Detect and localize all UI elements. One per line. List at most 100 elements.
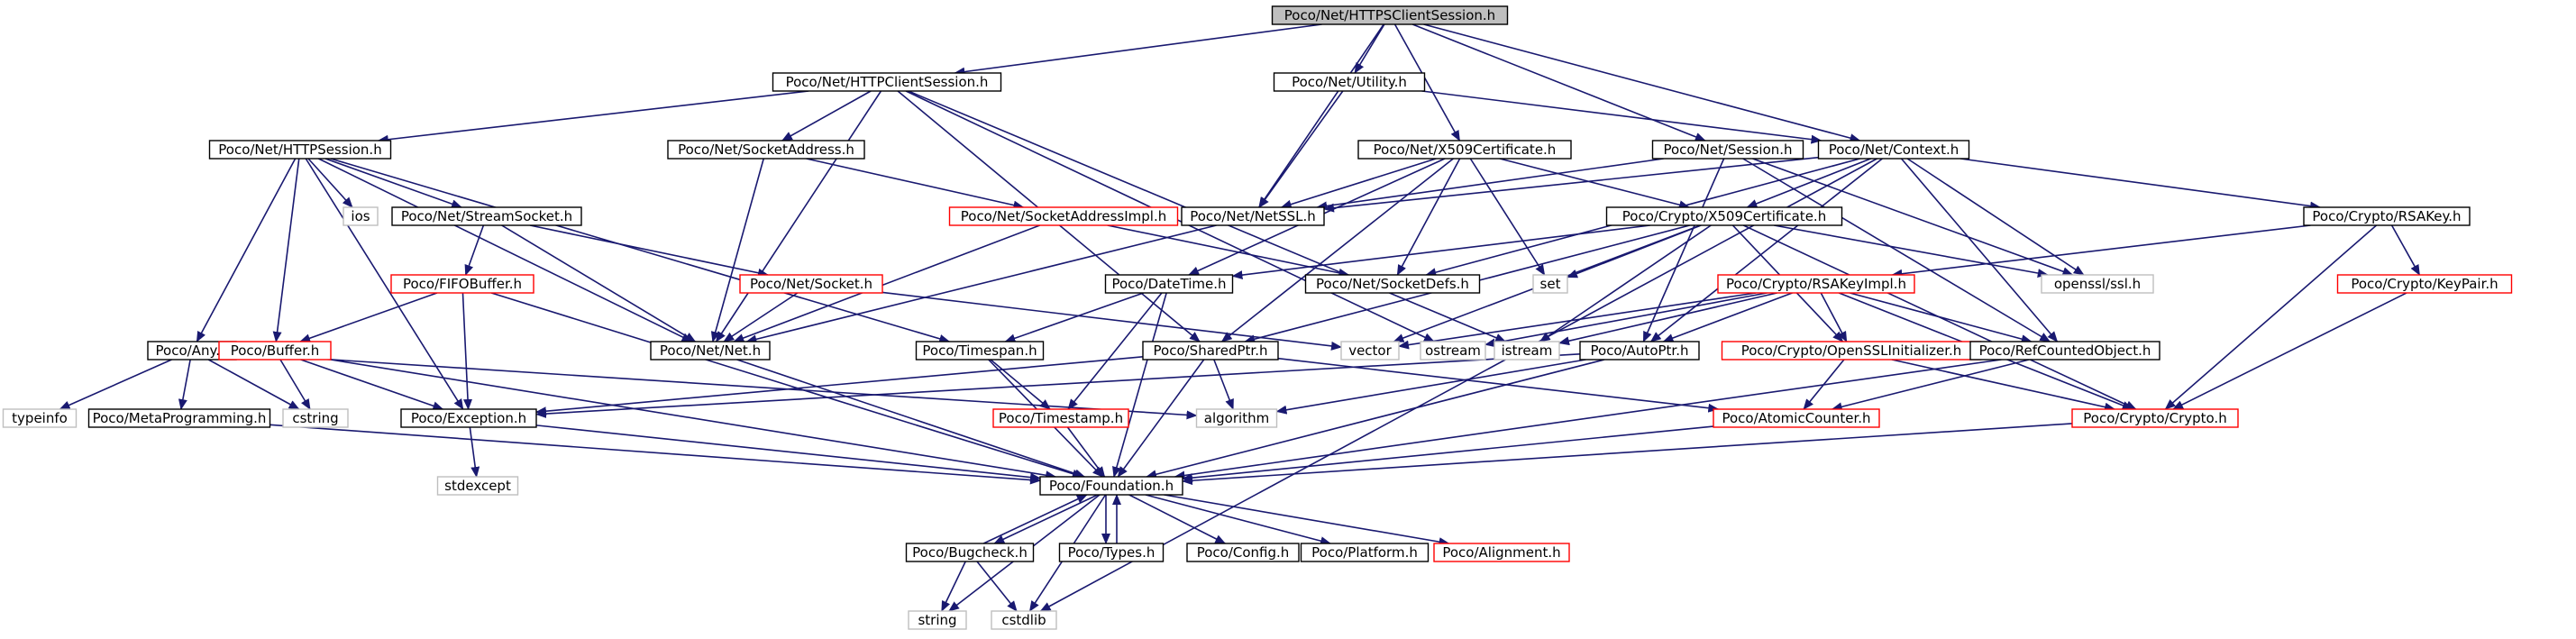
edge-fifobuf-to-exception [461, 292, 473, 410]
node-bugcheck[interactable]: Poco/Bugcheck.h [905, 543, 1035, 562]
node-box-bugcheck [905, 543, 1035, 562]
node-datetime[interactable]: Poco/DateTime.h [1104, 274, 1234, 294]
edge-x509net-to-sockdefs [1396, 158, 1461, 276]
edge-httpclient-to-netnet [715, 90, 882, 342]
node-label-refcounted: Poco/RefCountedObject.h [1979, 342, 2151, 359]
node-label-types: Poco/Types.h [1068, 544, 1156, 561]
edge-session-to-autoptr [1642, 158, 1725, 342]
node-stdexcept: stdexcept [436, 476, 519, 496]
node-streamsock[interactable]: Poco/Net/StreamSocket.h [391, 206, 582, 226]
node-label-streamsock: Poco/Net/StreamSocket.h [401, 208, 572, 224]
node-alignment[interactable]: Poco/Alignment.h [1433, 543, 1570, 562]
node-foundation[interactable]: Poco/Foundation.h [1039, 476, 1183, 496]
node-socket[interactable]: Poco/Net/Socket.h [739, 274, 883, 294]
edge-sharedptr-to-atomiccounter [1277, 357, 1720, 413]
edge-rsakeyimpl-to-istream [1558, 292, 1777, 346]
node-box-alignment [1433, 543, 1570, 562]
node-crypto[interactable]: Poco/Crypto/Crypto.h [2071, 408, 2239, 428]
node-label-atomiccounter: Poco/AtomicCounter.h [1722, 410, 1870, 426]
node-ostream: ostream [1420, 341, 1486, 361]
node-types[interactable]: Poco/Types.h [1058, 543, 1165, 562]
node-config[interactable]: Poco/Config.h [1186, 543, 1300, 562]
node-x509net[interactable]: Poco/Net/X509Certificate.h [1357, 140, 1572, 160]
edge-rsakey-to-keypair [2390, 224, 2421, 276]
node-label-foundation: Poco/Foundation.h [1049, 478, 1174, 494]
edge-root-to-utility [1354, 23, 1385, 74]
node-box-cstdlib [991, 610, 1057, 630]
node-buffer[interactable]: Poco/Buffer.h [218, 341, 332, 361]
edge-bugcheck-to-string [941, 561, 966, 612]
node-box-string [908, 610, 967, 630]
node-metaprog[interactable]: Poco/MetaProgramming.h [87, 408, 271, 428]
node-exception[interactable]: Poco/Exception.h [400, 408, 537, 428]
node-label-cx509: Poco/Crypto/X509Certificate.h [1622, 208, 1826, 224]
edge-datetime-to-foundation [1112, 292, 1167, 478]
node-timespan[interactable]: Poco/Timespan.h [915, 341, 1045, 361]
node-httpclient[interactable]: Poco/Net/HTTPClientSession.h [772, 72, 1002, 92]
node-label-istream: istream [1502, 342, 1553, 359]
edge-httpsession-to-timespan [330, 158, 951, 343]
dependency-nodes: Poco/Net/HTTPSClientSession.hPoco/Net/HT… [2, 5, 2513, 630]
node-keypair[interactable]: Poco/Crypto/KeyPair.h [2336, 274, 2513, 294]
node-ios: ios [343, 206, 379, 226]
edge-sharedptr-to-algorithm [1213, 359, 1234, 410]
edge-rsakeyimpl-to-opensslinit [1820, 292, 1848, 342]
node-label-alignment: Poco/Alignment.h [1442, 544, 1560, 561]
node-timestamp[interactable]: Poco/Timestamp.h [992, 408, 1129, 428]
node-box-sockaddr [667, 140, 865, 160]
node-label-set: set [1540, 276, 1561, 292]
node-httpsession[interactable]: Poco/Net/HTTPSession.h [208, 140, 392, 160]
edge-any-to-metaprog [178, 359, 191, 410]
edge-crypto-to-foundation [1182, 423, 2073, 486]
edge-session-to-netssl [1316, 158, 1664, 211]
edge-streamsock-to-fifobuf [464, 224, 485, 276]
node-context[interactable]: Poco/Net/Context.h [1817, 140, 1970, 160]
edge-bugcheck-to-foundation [982, 494, 1088, 544]
node-cx509[interactable]: Poco/Crypto/X509Certificate.h [1605, 206, 1843, 226]
node-istream: istream [1494, 341, 1560, 361]
node-atomiccounter[interactable]: Poco/AtomicCounter.h [1713, 408, 1880, 428]
node-netssl[interactable]: Poco/Net/NetSSL.h [1181, 206, 1325, 226]
node-autoptr[interactable]: Poco/AutoPtr.h [1579, 341, 1700, 361]
node-label-crypto: Poco/Crypto/Crypto.h [2083, 410, 2226, 426]
node-label-sockaddrimpl: Poco/Net/SocketAddressImpl.h [961, 208, 1167, 224]
node-box-buffer [218, 341, 332, 361]
node-label-ostream: ostream [1425, 342, 1481, 359]
node-sockdefs[interactable]: Poco/Net/SocketDefs.h [1304, 274, 1481, 294]
node-label-stdexcept: stdexcept [444, 478, 511, 494]
node-rsakey[interactable]: Poco/Crypto/RSAKey.h [2303, 206, 2471, 226]
edge-session-to-refcounted [1742, 158, 2051, 342]
edge-socket-to-netnet [723, 292, 799, 342]
node-sockaddrimpl[interactable]: Poco/Net/SocketAddressImpl.h [948, 206, 1179, 226]
edge-rsakeyimpl-to-autoptr [1662, 292, 1793, 342]
edge-sockaddrimpl-to-netnet [733, 224, 1040, 342]
node-label-buffer: Poco/Buffer.h [231, 342, 320, 359]
node-fifobuf[interactable]: Poco/FIFOBuffer.h [390, 274, 534, 294]
node-box-streamsock [391, 206, 582, 226]
edge-root-to-x509net [1393, 23, 1461, 141]
node-platform[interactable]: Poco/Platform.h [1300, 543, 1430, 562]
node-root[interactable]: Poco/Net/HTTPSClientSession.h [1271, 5, 1509, 25]
node-netnet[interactable]: Poco/Net/Net.h [650, 341, 771, 361]
node-label-algorithm: algorithm [1204, 410, 1269, 426]
node-label-netnet: Poco/Net/Net.h [660, 342, 761, 359]
node-label-opensslssl: openssl/ssl.h [2054, 276, 2141, 292]
node-refcounted[interactable]: Poco/RefCountedObject.h [1969, 341, 2160, 361]
edge-x509net-to-netssl [1280, 158, 1437, 209]
node-rsakeyimpl[interactable]: Poco/Crypto/RSAKeyImpl.h [1717, 274, 1915, 294]
node-sockaddr[interactable]: Poco/Net/SocketAddress.h [667, 140, 865, 160]
node-any[interactable]: Poco/Any.h [147, 341, 237, 361]
node-opensslinit[interactable]: Poco/Crypto/OpenSSLInitializer.h [1721, 341, 1982, 361]
node-box-typeinfo [2, 408, 78, 428]
node-session[interactable]: Poco/Net/Session.h [1651, 140, 1804, 160]
node-label-netssl: Poco/Net/NetSSL.h [1190, 208, 1316, 224]
edge-sockaddrimpl-to-sockdefs [1107, 224, 1350, 278]
edge-cx509-to-datetime [1231, 224, 1650, 280]
node-label-sockaddr: Poco/Net/SocketAddress.h [678, 141, 854, 158]
node-vector: vector [1340, 341, 1400, 361]
node-box-rsakeyimpl [1717, 274, 1915, 294]
node-utility[interactable]: Poco/Net/Utility.h [1273, 72, 1426, 92]
node-sharedptr[interactable]: Poco/SharedPtr.h [1142, 341, 1279, 361]
node-label-socket: Poco/Net/Socket.h [750, 276, 872, 292]
